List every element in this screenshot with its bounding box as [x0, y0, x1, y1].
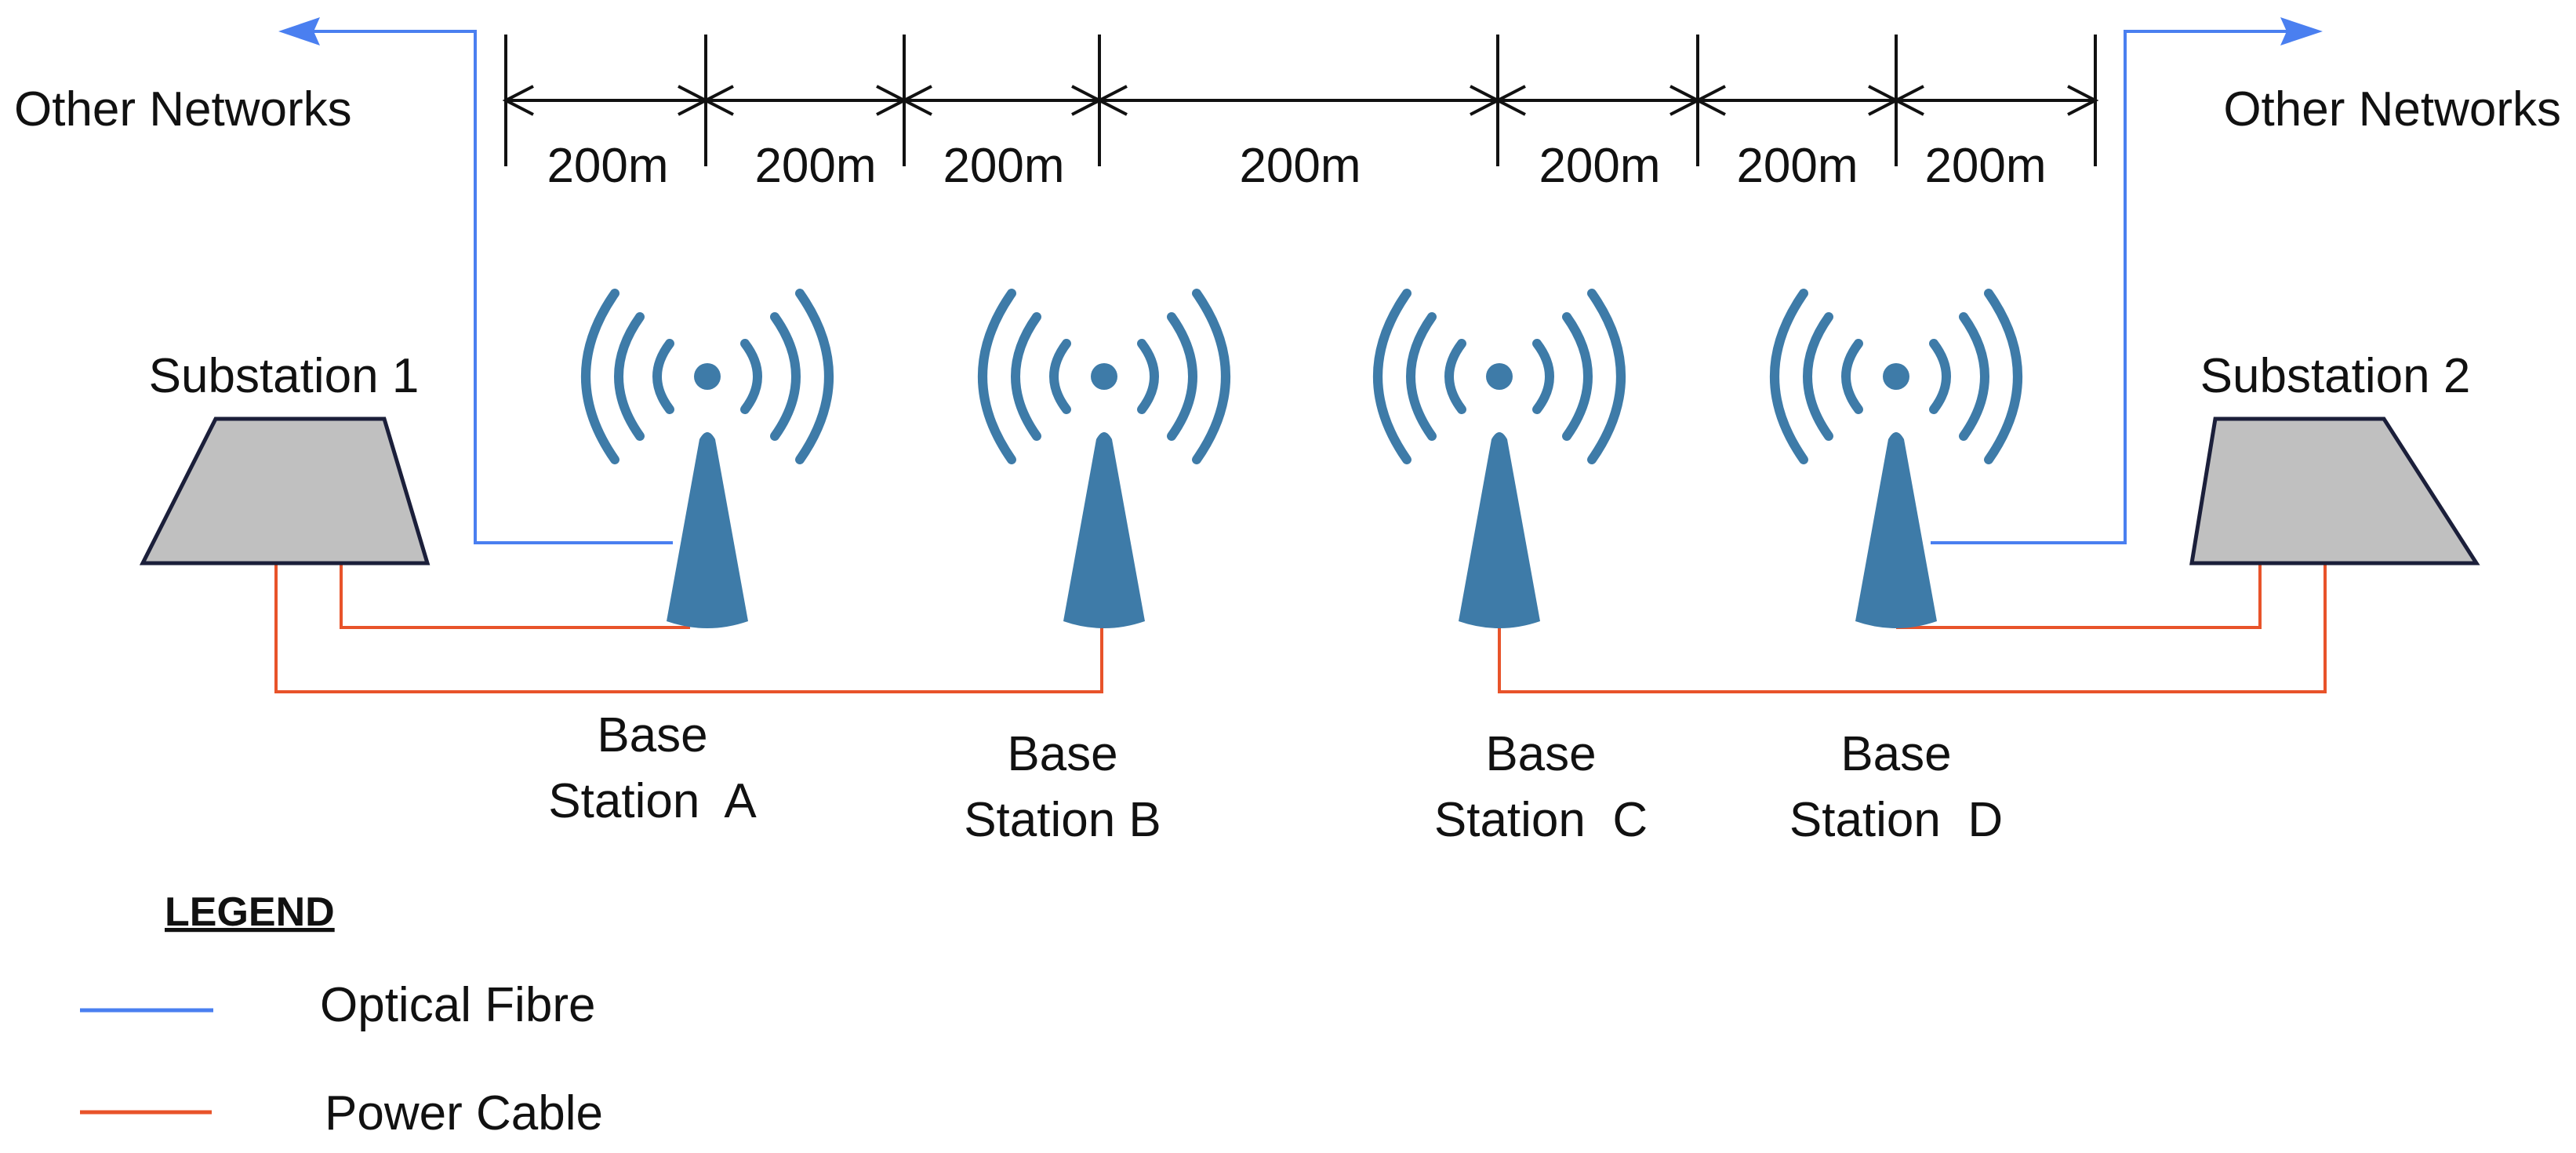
dimension-label: 200m [547, 139, 668, 193]
optical-fibre-right [1931, 30, 2290, 544]
dimension-label: 200m [943, 139, 1064, 193]
radio-tower-icon [586, 293, 829, 628]
base-station-d-label-line2: Station D [1789, 793, 2003, 847]
arrow-right-icon [2280, 17, 2323, 45]
legend-power-cable-label: Power Cable [325, 1086, 603, 1140]
substation-2-label: Substation 2 [2200, 349, 2471, 403]
radio-tower-icon [983, 293, 1226, 628]
radio-tower-icon [1775, 293, 2018, 628]
substation-1-icon [139, 416, 431, 566]
dimension-label: 200m [1239, 139, 1361, 193]
substation-1-label: Substation 1 [149, 349, 420, 403]
base-station-b-label-line1: Base [1007, 727, 1117, 781]
dimension-line [502, 35, 2099, 166]
other-networks-right-label: Other Networks [2223, 82, 2561, 136]
radio-tower-icon [1378, 293, 1621, 628]
base-station-a-tower [586, 293, 829, 628]
legend: LEGEND Optical Fibre Power Cable [80, 889, 603, 1140]
base-station-d-tower [1775, 293, 2018, 628]
arrow-left-icon [278, 17, 320, 45]
base-station-b-label-line2: Station B [964, 793, 1161, 847]
base-station-c-label-line1: Base [1485, 727, 1596, 781]
dimension-label: 200m [1539, 139, 1660, 193]
optical-fibre-left [310, 30, 673, 544]
dimension-label: 200m [754, 139, 876, 193]
base-station-a-label-line2: Station A [548, 774, 757, 828]
base-station-a-label-line1: Base [597, 708, 707, 762]
legend-title: LEGEND [165, 889, 335, 935]
power-cables [274, 563, 2327, 693]
base-station-d-label-line1: Base [1840, 727, 1951, 781]
other-networks-left-label: Other Networks [14, 82, 352, 136]
dimension-label: 200m [1736, 139, 1858, 193]
substation-2-icon [2189, 416, 2480, 566]
base-station-b-tower [983, 293, 1226, 628]
dimension-label: 200m [1924, 139, 2046, 193]
base-station-c-label-line2: Station C [1434, 793, 1648, 847]
legend-optical-fibre-label: Optical Fibre [320, 978, 595, 1032]
base-station-c-tower [1378, 293, 1621, 628]
